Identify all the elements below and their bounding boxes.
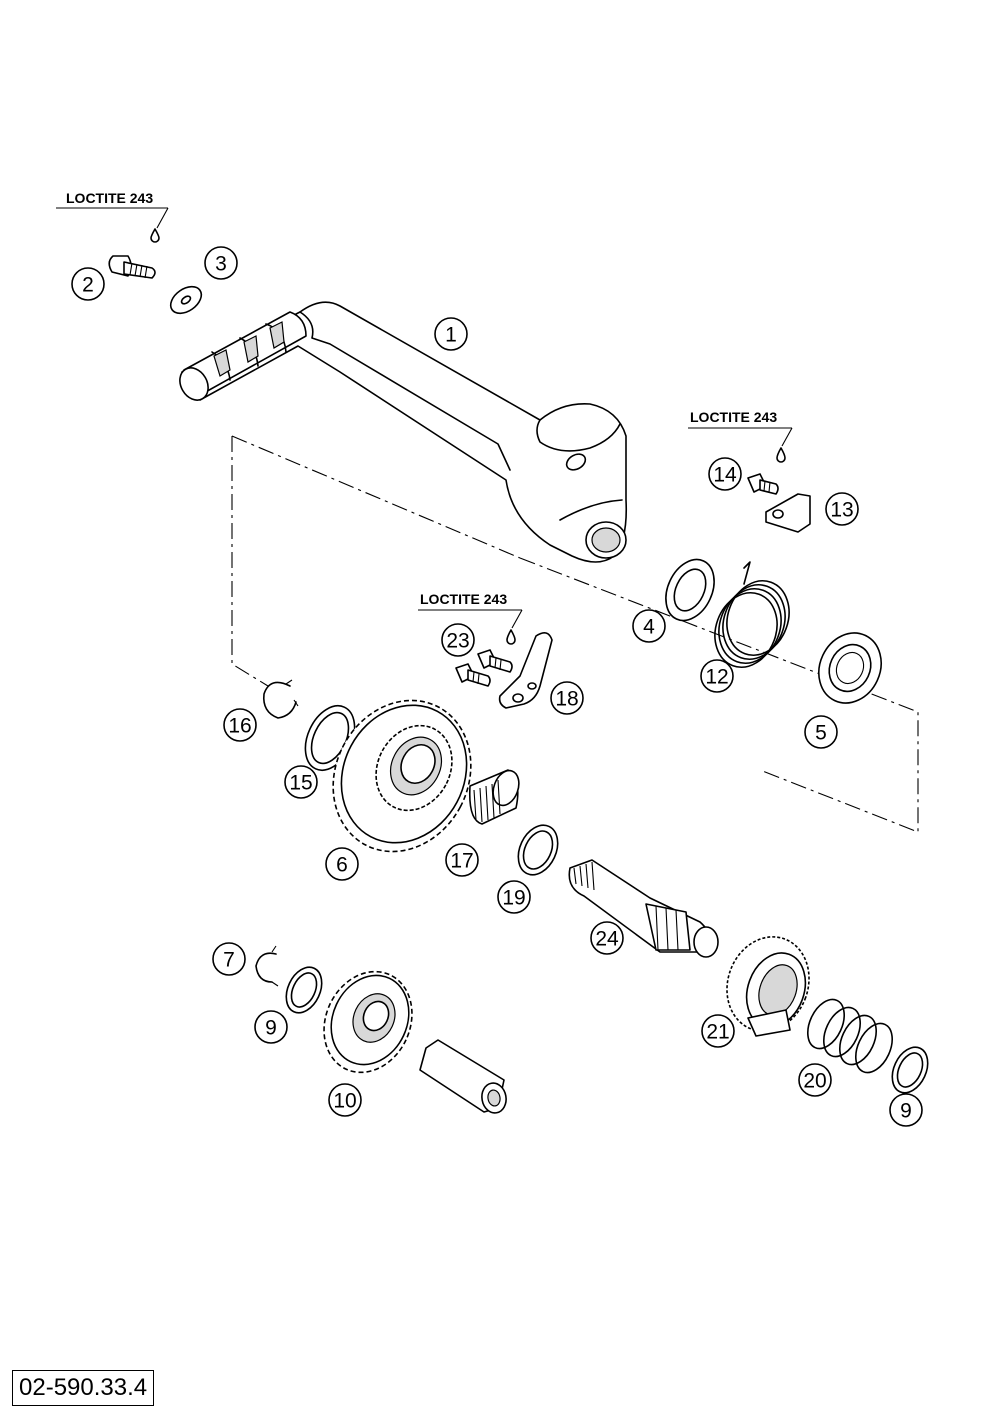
svg-text:9: 9 (265, 1017, 277, 1040)
callout-4: 4 (632, 609, 666, 643)
part-17-needle-bearing (468, 769, 520, 825)
svg-text:18: 18 (555, 688, 578, 711)
callout-21: 21 (701, 1014, 735, 1048)
callout-6: 6 (325, 847, 359, 881)
part-4-washer (665, 558, 715, 622)
svg-text:4: 4 (643, 616, 655, 639)
svg-text:19: 19 (502, 887, 525, 910)
svg-text:16: 16 (228, 715, 251, 738)
part-14-bolt (747, 473, 779, 495)
svg-text:6: 6 (336, 854, 348, 877)
svg-text:9: 9 (900, 1100, 912, 1123)
svg-text:5: 5 (815, 722, 827, 745)
assembly-guide-lines (231, 435, 919, 833)
gear-pin (419, 1039, 507, 1114)
part-21-ratchet-gear (726, 936, 810, 1037)
callout-14: 14 (708, 457, 742, 491)
drop-icon (506, 629, 516, 645)
svg-text:7: 7 (223, 949, 235, 972)
callout-17: 17 (445, 843, 479, 877)
callout-3: 3 (204, 246, 238, 280)
part-19-washer (517, 824, 559, 876)
callout-5: 5 (804, 715, 838, 749)
part-5-washer (818, 632, 882, 704)
part-3-washer (169, 285, 203, 315)
loctite-label-b: LOCTITE 243 (690, 409, 777, 425)
svg-text:1: 1 (445, 324, 457, 347)
callout-20: 20 (798, 1063, 832, 1097)
svg-text:3: 3 (215, 253, 227, 276)
callout-13: 13 (825, 492, 859, 526)
part-18-ratchet-plate (498, 632, 553, 709)
loctite-note-c: LOCTITE 243 (418, 591, 523, 645)
callout-2: 2 (71, 267, 105, 301)
callout-9-left: 9 (254, 1010, 288, 1044)
callout-15: 15 (284, 765, 318, 799)
part-16-circlip (262, 679, 299, 719)
part-20-spring (807, 998, 893, 1074)
svg-text:12: 12 (705, 666, 728, 689)
drawing-number: 02-590.33.4 (12, 1370, 155, 1406)
loctite-note-a: LOCTITE 243 (56, 190, 169, 243)
part-9-washer-left (285, 966, 323, 1014)
callout-7: 7 (212, 942, 246, 976)
svg-text:10: 10 (333, 1090, 356, 1113)
loctite-label-c: LOCTITE 243 (420, 591, 507, 607)
callout-24: 24 (590, 921, 624, 955)
part-23-bolts (455, 649, 513, 687)
svg-text:15: 15 (289, 772, 312, 795)
part-13-bracket (765, 493, 811, 533)
svg-text:24: 24 (595, 928, 619, 951)
svg-text:20: 20 (803, 1070, 826, 1093)
part-7-circlip (255, 945, 279, 987)
part-12-spring (714, 561, 790, 668)
part-6-large-gear (332, 699, 472, 853)
drop-icon (150, 228, 160, 243)
part-24-shaft (568, 859, 719, 958)
svg-text:14: 14 (713, 464, 737, 487)
loctite-note-b: LOCTITE 243 (688, 409, 793, 463)
svg-text:17: 17 (450, 850, 473, 873)
svg-text:13: 13 (830, 499, 853, 522)
svg-text:23: 23 (446, 630, 469, 653)
part-9-washer-right (891, 1046, 929, 1094)
callout-19: 19 (497, 880, 531, 914)
part-10-intermediate-gear (323, 970, 413, 1074)
part-1-kick-starter-lever (179, 301, 628, 563)
callout-1: 1 (434, 317, 468, 351)
drop-icon (776, 447, 786, 463)
loctite-label-a: LOCTITE 243 (66, 190, 153, 206)
part-2-screw (108, 255, 156, 279)
callout-9-right: 9 (889, 1093, 923, 1127)
callout-10: 10 (328, 1083, 362, 1117)
callout-12: 12 (700, 659, 734, 693)
callout-23: 23 (441, 623, 475, 657)
svg-text:2: 2 (82, 274, 94, 297)
callout-16: 16 (223, 708, 257, 742)
svg-text:21: 21 (706, 1021, 729, 1044)
callout-18: 18 (550, 681, 584, 715)
